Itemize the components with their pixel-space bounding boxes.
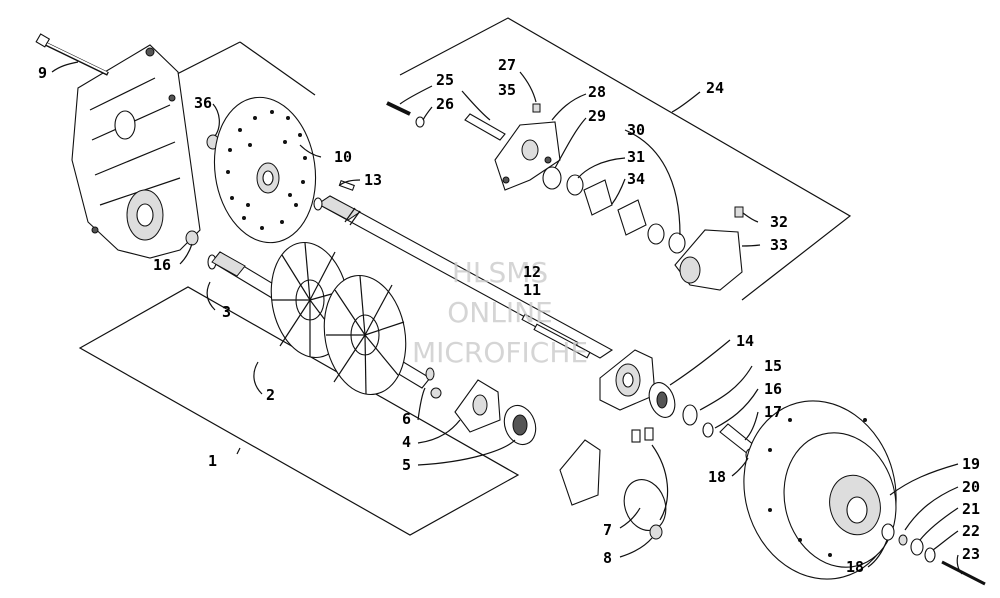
pad-31 [583,179,613,216]
callout-11: 11 [523,281,541,299]
chaincase-housing [71,44,201,259]
watermark-line-1: HLSMS [452,256,548,289]
collar-6 [430,387,442,399]
callout-21: 21 [962,500,980,518]
bolt-9 [35,33,109,76]
washer-22 [924,547,936,563]
callout-12: 12 [523,263,541,281]
brake-disc-10 [213,96,317,244]
callout-6: 6 [402,410,411,428]
callout-23: 23 [962,545,980,563]
piston-30 [566,174,584,196]
callout-27: 27 [498,56,516,74]
bearing-flange-4 [454,379,501,433]
bleeder-32 [734,206,744,218]
seal-30b [647,223,665,245]
bearing-flange [599,349,656,411]
callout-33: 33 [770,236,788,254]
callout-28: 28 [588,83,606,101]
callout-16b: 16 [764,380,782,398]
callout-32: 32 [770,213,788,231]
callout-22: 22 [962,522,980,540]
callout-18a: 18 [708,468,726,486]
callout-14: 14 [736,332,754,350]
callout-16a: 16 [153,256,171,274]
washer-18b [881,523,895,541]
pad-34 [617,199,647,236]
bearing-5 [503,404,537,446]
washer-16b [702,422,714,438]
callout-4: 4 [402,433,411,451]
callout-26: 26 [436,95,454,113]
washer-16 [185,230,199,246]
seal-29 [542,166,562,190]
watermark: HLSMS ONLINE MICROFICHE [412,256,588,369]
watermark-line-3: MICROFICHE [412,336,588,369]
callout-9: 9 [38,64,47,82]
drive-sprocket-2b [323,274,407,396]
nut-8 [649,524,663,540]
callout-7: 7 [603,521,612,539]
callout-29: 29 [588,107,606,125]
callout-35: 35 [498,81,516,99]
callout-5: 5 [402,456,411,474]
screw-27 [532,103,541,113]
callout-25: 25 [436,71,454,89]
leader-lines [51,61,963,575]
callout-34: 34 [627,170,645,188]
callout-24: 24 [706,79,724,97]
pin-35 [464,113,506,141]
callout-15: 15 [764,357,782,375]
callout-17: 17 [764,403,782,421]
bearing-14 [648,382,676,418]
callout-18b: 18 [846,558,864,576]
bolt-23 [941,560,986,586]
callout-30: 30 [627,121,645,139]
callout-8: 8 [603,549,612,567]
callout-labels: 1 2 3 4 5 6 7 8 9 10 11 12 13 14 15 16 1… [38,56,980,576]
spacer-6 [425,367,435,381]
washer-20 [898,534,908,546]
bolt-25 [386,101,411,116]
callout-31: 31 [627,148,645,166]
group-box-10-edge [239,41,316,96]
group-box-1 [78,286,520,536]
speed-sensor-7 [559,427,669,531]
washer-15 [682,404,698,426]
keys-11-12 [521,313,591,359]
callout-1: 1 [208,452,217,470]
callout-3: 3 [222,303,231,321]
washer-26 [415,116,425,128]
piston-31b [668,232,686,254]
callout-19: 19 [962,455,980,473]
watermark-line-2: ONLINE [447,296,552,329]
driven-pulley-19 [743,400,897,580]
callout-13: 13 [364,171,382,189]
caliper-33 [674,229,743,291]
callout-10: 10 [334,148,352,166]
callout-36: 36 [194,94,212,112]
group-box-24-outline [399,17,852,301]
driveshaft-upper [313,195,614,359]
callout-20: 20 [962,478,980,496]
washer-21 [910,538,924,556]
callout-2: 2 [266,386,275,404]
